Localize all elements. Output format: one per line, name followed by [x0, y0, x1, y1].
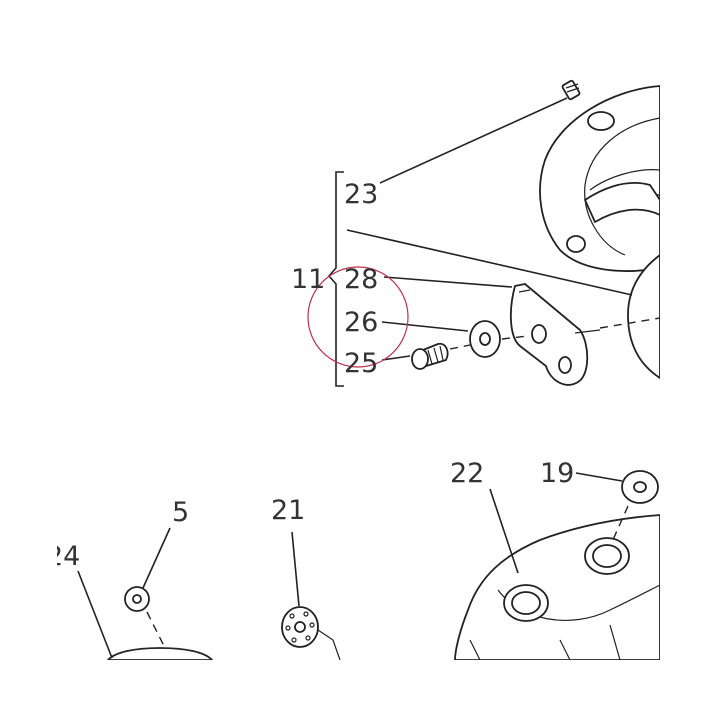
callout-22: 22 [450, 458, 484, 489]
crop-right [660, 0, 720, 720]
callout-26: 26 [344, 307, 378, 338]
callout-21: 21 [271, 495, 305, 526]
part-24 [106, 647, 214, 661]
crop-bottom [0, 660, 720, 720]
bracket-plate-28 [510, 283, 601, 386]
highlight-circle [307, 266, 409, 368]
housing-bottom-right [454, 514, 661, 661]
screw-23 [561, 79, 581, 101]
kit-bracket-11 [327, 171, 344, 387]
callout-11: 11 [291, 264, 325, 295]
leader-lines [77, 97, 633, 659]
callout-5: 5 [172, 497, 189, 528]
callout-23: 23 [344, 179, 378, 210]
center-axes [146, 317, 661, 649]
washer-5 [124, 586, 150, 612]
washer-26 [469, 320, 501, 358]
callout-28: 28 [344, 264, 378, 295]
callout-19: 19 [540, 458, 574, 489]
housing-top-right [539, 85, 661, 380]
callout-25: 25 [344, 348, 378, 379]
crop-left [0, 535, 57, 575]
nut-21 [281, 606, 341, 661]
screw-25 [411, 342, 449, 370]
washer-19 [621, 470, 659, 504]
